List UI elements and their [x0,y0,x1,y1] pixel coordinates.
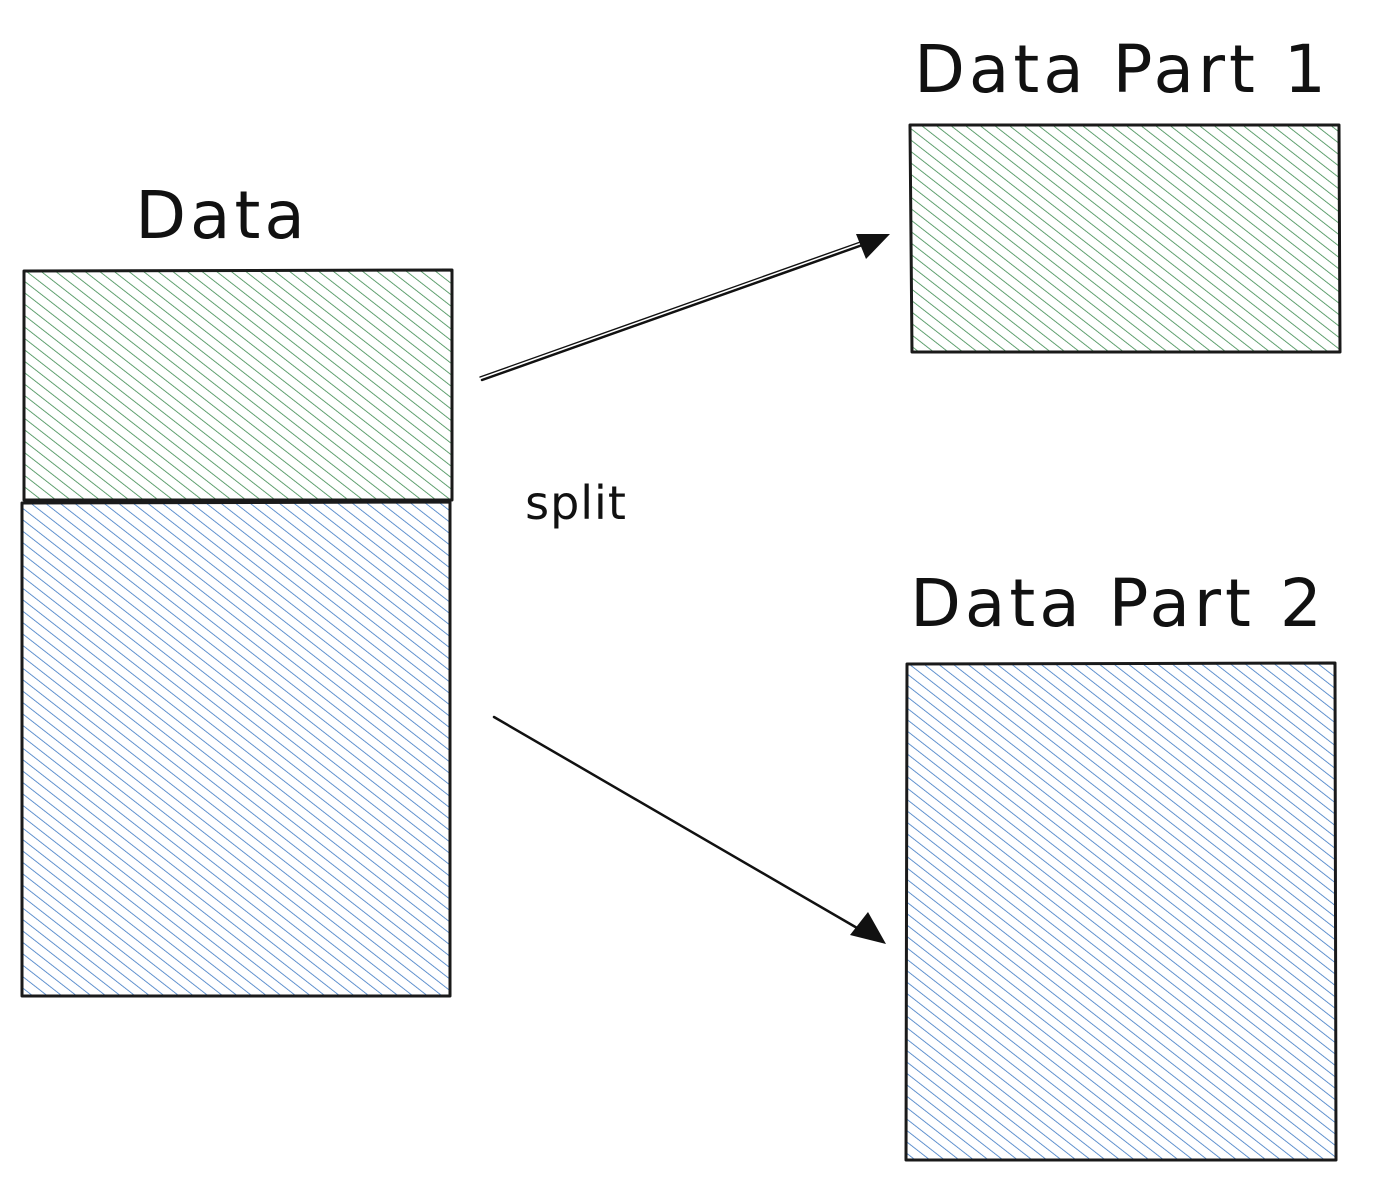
arrow-to-part2 [492,715,886,944]
part2-fill [907,663,1335,1160]
arrow-to-part1-head [856,234,890,259]
arrow-to-part1-sketch [479,239,867,378]
arrow-to-part2-line [492,715,866,934]
source-block [20,268,454,998]
source-title: Data [135,177,309,254]
source-segment-part2 [22,502,450,996]
part2-outline [904,661,1338,1162]
part1-outline [908,123,1342,354]
arrow-to-part2-head [850,912,886,944]
part2-title: Data Part 2 [910,565,1326,642]
part1-block [908,123,1342,354]
part1-title: Data Part 1 [914,31,1330,108]
source-segment-part1 [24,271,452,500]
source-block-outline [22,268,454,502]
source-block-outline-lower [20,500,452,998]
part2-block [904,661,1338,1162]
arrow-to-part1-line [480,241,870,382]
arrow-to-part1 [479,234,890,382]
split-label: split [525,476,627,530]
part1-fill [911,125,1339,352]
